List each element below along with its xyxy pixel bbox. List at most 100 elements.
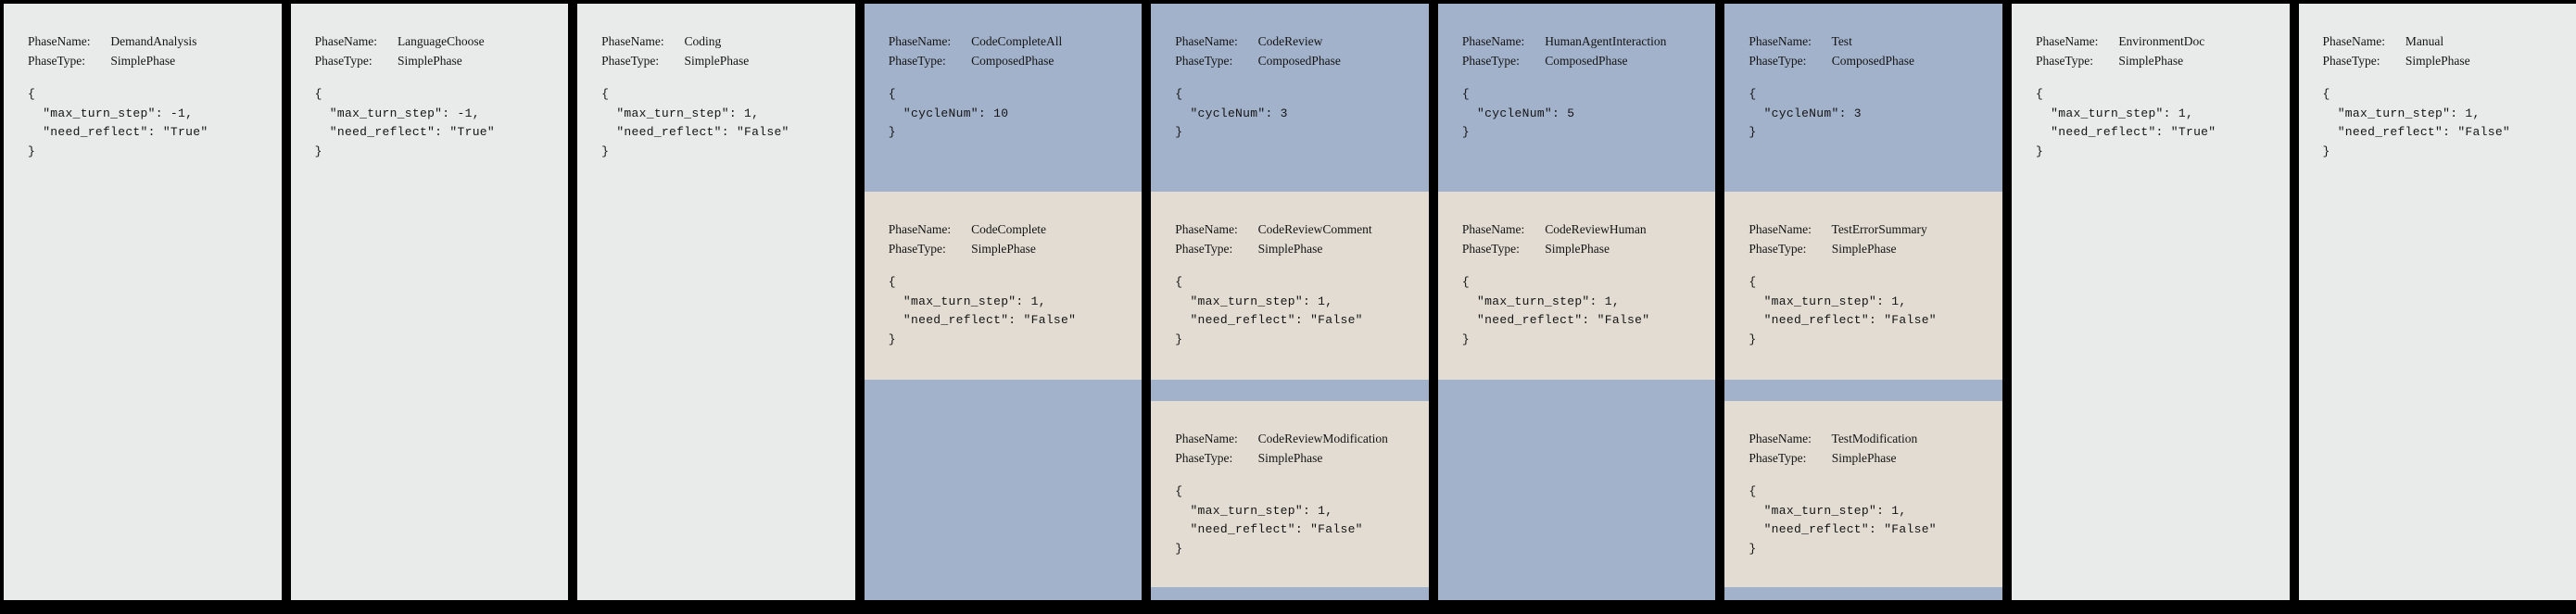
phase-type-label: PhaseType: [1175, 242, 1233, 256]
phase-name-row: PhaseName: HumanAgentInteraction [1462, 31, 1705, 51]
phase-header: PhaseName: EnvironmentDoc PhaseType: Sim… [2012, 4, 2290, 161]
phase-config: { "max_turn_step": 1, "need_reflect": "F… [888, 275, 1077, 346]
phase-name-row: PhaseName: CodeCompleteAll [889, 31, 1131, 51]
phase-type-label: PhaseType: [1749, 242, 1807, 256]
phase-name-value: TestModification [1831, 432, 1918, 445]
phase-type-value: SimplePhase [2405, 54, 2470, 68]
phase-name-value: Coding [684, 34, 722, 48]
phase-name-label: PhaseName: [1175, 222, 1238, 236]
phase-type-label: PhaseType: [601, 54, 660, 68]
phase-name-value: LanguageChoose [397, 34, 485, 48]
phase-name-row: PhaseName: DemandAnalysis [28, 31, 271, 51]
phase-name-label: PhaseName: [2035, 34, 2099, 48]
subphase-card-code-review-modification: PhaseName: CodeReviewModification PhaseT… [1151, 401, 1429, 587]
phase-type-value: ComposedPhase [1831, 54, 1914, 68]
phase-type-row: PhaseType: SimplePhase [28, 51, 271, 70]
phase-type-label: PhaseType: [1749, 451, 1807, 465]
phase-type-value: SimplePhase [1831, 242, 1897, 256]
phase-name-row: PhaseName: TestErrorSummary [1749, 219, 1991, 239]
phase-type-row: PhaseType: SimplePhase [601, 51, 844, 70]
phase-header: PhaseName: CodeCompleteAll PhaseType: Co… [865, 4, 1143, 192]
phase-type-label: PhaseType: [2322, 54, 2380, 68]
phase-config: { "max_turn_step": 1, "need_reflect": "F… [1175, 275, 1363, 346]
phase-header: PhaseName: Manual PhaseType: SimplePhase… [2299, 4, 2576, 161]
phase-config: { "max_turn_step": 1, "need_reflect": "F… [601, 87, 789, 158]
phase-config: { "max_turn_step": 1, "need_reflect": "F… [1749, 275, 1937, 346]
phase-card-test: PhaseName: Test PhaseType: ComposedPhase… [1724, 4, 2002, 600]
phase-config: { "max_turn_step": 1, "need_reflect": "F… [1749, 484, 1937, 556]
phase-type-value: SimplePhase [1831, 451, 1897, 465]
phase-name-value: HumanAgentInteraction [1545, 34, 1667, 48]
phase-name-row: PhaseName: CodeReviewModification [1175, 429, 1418, 448]
phase-type-value: ComposedPhase [1257, 54, 1341, 68]
phase-card-manual: PhaseName: Manual PhaseType: SimplePhase… [2298, 4, 2576, 600]
phase-config: { "max_turn_step": -1, "need_reflect": "… [314, 87, 495, 158]
phase-config: { "cycleNum": 10 } [888, 87, 1009, 139]
phase-name-row: PhaseName: CodeReviewHuman [1462, 219, 1705, 239]
phase-name-value: CodeReview [1257, 34, 1323, 48]
phase-type-label: PhaseType: [1461, 242, 1520, 256]
phase-name-label: PhaseName: [1461, 222, 1525, 236]
phase-type-row: PhaseType: ComposedPhase [1462, 51, 1705, 70]
phase-name-value: Test [1831, 34, 1852, 48]
phase-type-value: SimplePhase [397, 54, 462, 68]
phase-name-value: CodeComplete [971, 222, 1047, 236]
phase-config: { "max_turn_step": 1, "need_reflect": "F… [1175, 484, 1363, 556]
phase-card-code-complete-all: PhaseName: CodeCompleteAll PhaseType: Co… [864, 4, 1143, 600]
phase-header: PhaseName: DemandAnalysis PhaseType: Sim… [4, 4, 282, 161]
phase-card-environment-doc: PhaseName: EnvironmentDoc PhaseType: Sim… [2011, 4, 2290, 600]
phase-name-row: PhaseName: Test [1749, 31, 1991, 51]
phase-name-value: CodeReviewComment [1257, 222, 1372, 236]
phase-name-label: PhaseName: [1461, 34, 1525, 48]
phase-type-label: PhaseType: [1175, 451, 1233, 465]
phase-type-value: SimplePhase [684, 54, 750, 68]
phase-type-label: PhaseType: [314, 54, 373, 68]
phase-type-row: PhaseType: SimplePhase [1175, 239, 1418, 258]
subphase-card-code-complete: PhaseName: CodeComplete PhaseType: Simpl… [864, 192, 1143, 380]
phase-header: PhaseName: HumanAgentInteraction PhaseTy… [1438, 4, 1716, 192]
phase-type-value: SimplePhase [1257, 451, 1323, 465]
phase-type-value: SimplePhase [110, 54, 176, 68]
subphase-card-test-error-summary: PhaseName: TestErrorSummary PhaseType: S… [1724, 192, 2002, 380]
phase-name-value: TestErrorSummary [1831, 222, 1927, 236]
phase-name-value: DemandAnalysis [110, 34, 197, 48]
subphase-card-code-review-comment: PhaseName: CodeReviewComment PhaseType: … [1151, 192, 1429, 380]
phase-type-value: ComposedPhase [1545, 54, 1628, 68]
phase-type-row: PhaseType: SimplePhase [1175, 448, 1418, 468]
phase-type-row: PhaseType: SimplePhase [1749, 448, 1991, 468]
phase-name-label: PhaseName: [1749, 432, 1812, 445]
phase-type-label: PhaseType: [2035, 54, 2093, 68]
phase-name-label: PhaseName: [2322, 34, 2385, 48]
phase-type-row: PhaseType: SimplePhase [2036, 51, 2279, 70]
phase-name-value: EnvironmentDoc [2118, 34, 2205, 48]
phase-type-label: PhaseType: [888, 242, 946, 256]
subphase-card-test-modification: PhaseName: TestModification PhaseType: S… [1724, 401, 2002, 587]
phase-name-label: PhaseName: [1175, 34, 1238, 48]
phase-name-label: PhaseName: [888, 222, 952, 236]
phase-type-row: PhaseType: SimplePhase [1462, 239, 1705, 258]
phase-config: { "cycleNum": 3 } [1749, 87, 1862, 139]
phase-type-label: PhaseType: [28, 54, 86, 68]
phase-name-label: PhaseName: [314, 34, 378, 48]
phase-type-row: PhaseType: SimplePhase [1749, 239, 1991, 258]
phase-name-label: PhaseName: [1749, 34, 1812, 48]
phase-type-value: SimplePhase [1257, 242, 1323, 256]
phase-config: { "max_turn_step": 1, "need_reflect": "F… [1461, 275, 1650, 346]
phase-type-row: PhaseType: SimplePhase [315, 51, 558, 70]
phase-type-value: SimplePhase [1545, 242, 1610, 256]
phase-type-value: SimplePhase [2118, 54, 2184, 68]
phase-name-row: PhaseName: Manual [2323, 31, 2566, 51]
phase-name-label: PhaseName: [888, 34, 952, 48]
phase-card-code-review: PhaseName: CodeReview PhaseType: Compose… [1151, 4, 1429, 600]
phase-type-row: PhaseType: ComposedPhase [1175, 51, 1418, 70]
phase-header: PhaseName: Test PhaseType: ComposedPhase… [1724, 4, 2002, 192]
phase-config: { "max_turn_step": 1, "need_reflect": "T… [2035, 87, 2216, 158]
phase-name-row: PhaseName: Coding [601, 31, 844, 51]
phase-type-label: PhaseType: [1461, 54, 1520, 68]
phase-card-human-agent-interaction: PhaseName: HumanAgentInteraction PhaseTy… [1437, 4, 1716, 600]
phase-config: { "cycleNum": 5 } [1461, 87, 1575, 139]
phase-name-label: PhaseName: [601, 34, 664, 48]
phase-type-row: PhaseType: ComposedPhase [889, 51, 1131, 70]
phase-header: PhaseName: LanguageChoose PhaseType: Sim… [291, 4, 569, 161]
